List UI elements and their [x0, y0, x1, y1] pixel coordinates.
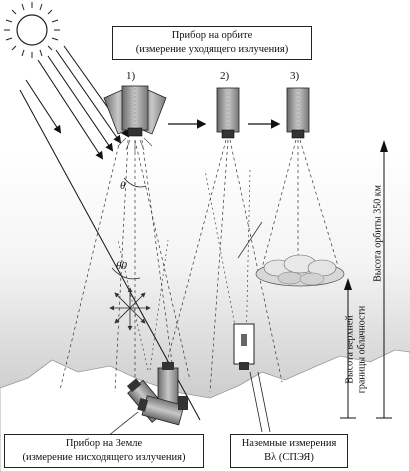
cloud-top-label-2: границы облачности	[356, 305, 368, 394]
orbit-label: Прибор на орбите (измерение уходящего из…	[112, 26, 312, 60]
orbit-label-line2: (измерение уходящего излучения)	[135, 44, 289, 55]
sun-icon	[4, 2, 60, 58]
ground-label: Прибор на Земле (измерение нисходящего и…	[4, 434, 204, 468]
sun-ray	[37, 59, 104, 160]
view-lines-2	[159, 139, 283, 393]
sun-ray	[55, 49, 122, 144]
sun-ray	[25, 79, 62, 134]
cloud-height-arrow-head	[344, 278, 352, 290]
sun-ray	[47, 55, 114, 152]
cloud-icon	[255, 254, 345, 287]
meas-label-pointer	[249, 371, 263, 433]
ground-measurement-instrument	[233, 323, 255, 370]
sensor-fan-1	[117, 137, 153, 152]
angle-theta-label: θ	[120, 180, 126, 192]
angle-arc-theta0	[111, 267, 141, 280]
view-lines-1	[59, 139, 191, 393]
position-2: 2)	[220, 70, 230, 82]
orbit-label-line1: Прибор на орбите	[171, 30, 253, 41]
cloud-top-label-1: Высота верхней	[344, 315, 356, 384]
ground-meas-label-line1: Наземные измерения	[241, 438, 337, 449]
ground-instrument-cluster	[126, 362, 188, 426]
orbit-instrument-3	[286, 87, 310, 139]
ground-meas-label-line2: Bλ (СПЭЯ)	[264, 452, 314, 463]
position-1: 1)	[126, 70, 136, 82]
sun-rays	[19, 45, 201, 421]
position-3: 3)	[290, 70, 300, 82]
cloud-line	[237, 221, 263, 259]
orbit-height-arrow-head	[380, 140, 388, 152]
meas-label-pointer-2	[257, 371, 271, 433]
angle-arc-theta	[123, 177, 147, 188]
ground-label-pointer	[107, 411, 139, 437]
view-lines-3	[261, 139, 339, 269]
ground-view-lines	[117, 169, 251, 371]
orbit-height-label: Высота орбиты 350 км	[372, 185, 384, 282]
ground-meas-label: Наземные измерения Bλ (СПЭЯ)	[230, 434, 348, 468]
orbit-instrument-2	[216, 87, 240, 139]
ground-label-line1: Прибор на Земле	[65, 438, 143, 449]
ground-label-line2: (измерение нисходящего излучения)	[22, 452, 186, 463]
angle-theta0-label: θ0	[116, 260, 127, 272]
orbit-instrument-1	[103, 85, 167, 137]
